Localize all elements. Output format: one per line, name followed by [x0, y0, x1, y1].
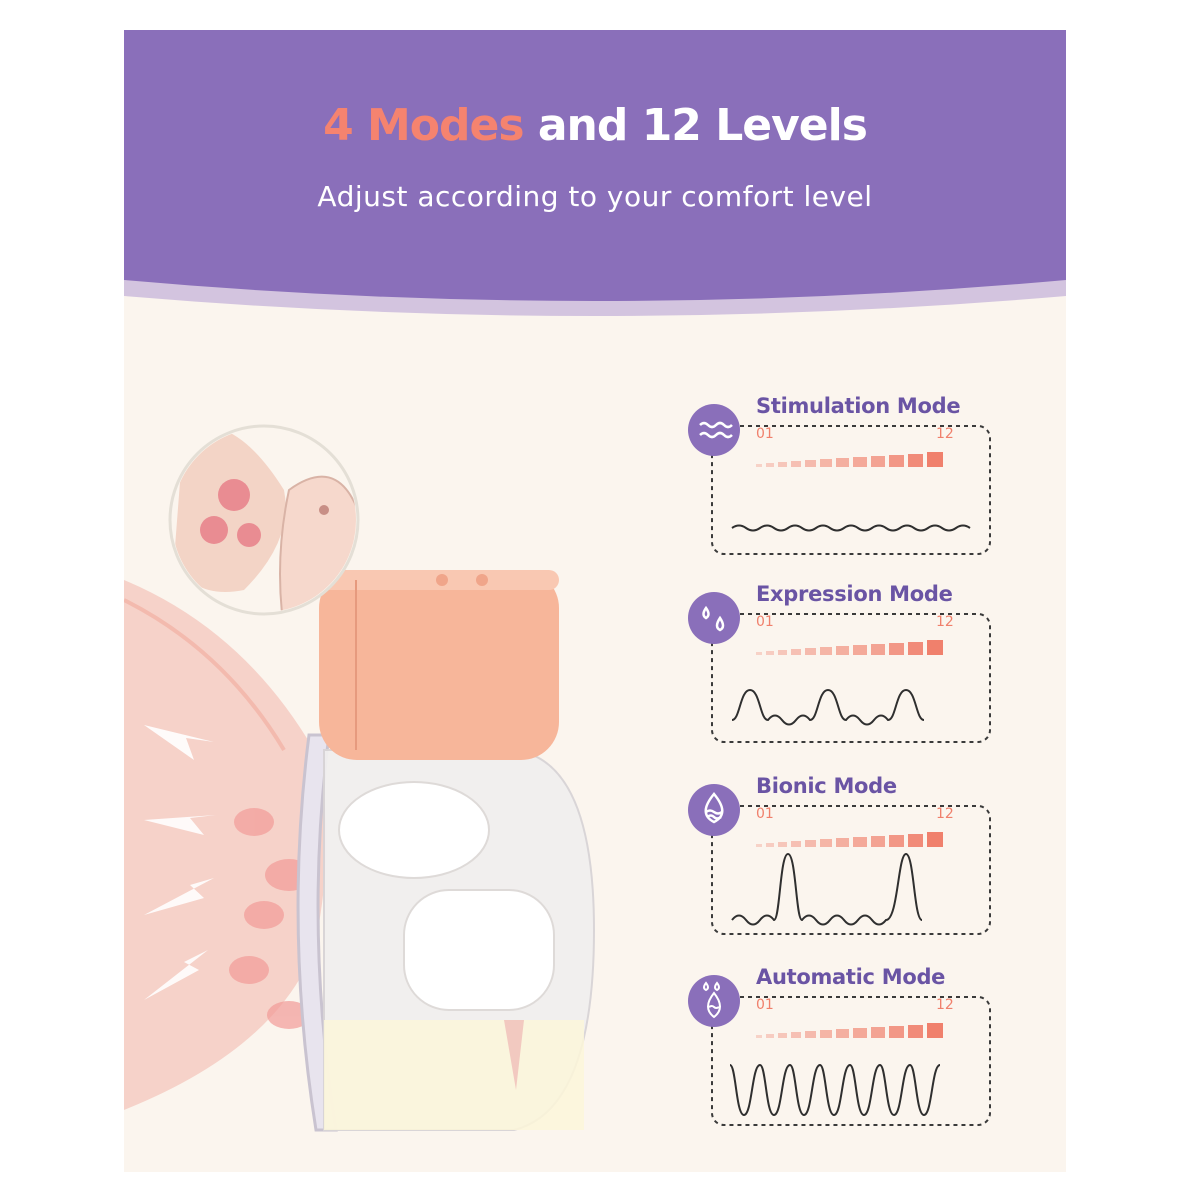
level-bar	[756, 452, 943, 467]
header-banner	[124, 30, 1066, 316]
suction-arrows	[144, 725, 216, 1000]
mode-title: Automatic Mode	[756, 965, 946, 989]
breast-pump-illustration	[124, 424, 596, 1132]
waveform	[731, 852, 923, 926]
mode-title: Expression Mode	[756, 582, 953, 606]
waveform	[731, 688, 925, 726]
level-max: 12	[936, 426, 954, 442]
page-title: 4 Modes and 12 Levels	[124, 100, 1066, 151]
level-bar	[756, 640, 943, 655]
product-infographic: 4 Modes and 12 Levels Adjust according t…	[124, 30, 1066, 1172]
droplets-icon	[702, 605, 725, 632]
page-subtitle: Adjust according to your comfort level	[317, 180, 873, 213]
mode-card-expression: Expression Mode 01 12	[684, 582, 1064, 760]
title-rest: and 12 Levels	[523, 100, 868, 151]
card-graphics	[688, 784, 991, 935]
mode-card-automatic: Automatic Mode 01 12	[684, 965, 1064, 1143]
droplet-waves-icon	[704, 792, 724, 824]
mode-card-stimulation: Stimulation Mode 01 12	[684, 394, 1064, 572]
level-min: 01	[756, 426, 774, 442]
waveform	[729, 1063, 941, 1117]
level-bar	[756, 1023, 943, 1038]
combo-icon	[703, 981, 721, 1019]
mode-card-bionic: Bionic Mode 01 12	[684, 774, 1064, 952]
level-max: 12	[936, 806, 954, 822]
card-graphics	[688, 404, 991, 555]
level-bar	[756, 832, 943, 847]
card-graphics	[688, 592, 991, 743]
mode-title: Stimulation Mode	[756, 394, 961, 418]
waveform	[731, 524, 971, 532]
level-min: 01	[756, 997, 774, 1013]
level-max: 12	[936, 614, 954, 630]
card-graphics	[688, 975, 991, 1126]
waves-icon	[699, 421, 733, 439]
level-max: 12	[936, 997, 954, 1013]
level-min: 01	[756, 614, 774, 630]
level-min: 01	[756, 806, 774, 822]
mode-title: Bionic Mode	[756, 774, 897, 798]
title-accent: 4 Modes	[323, 100, 524, 151]
